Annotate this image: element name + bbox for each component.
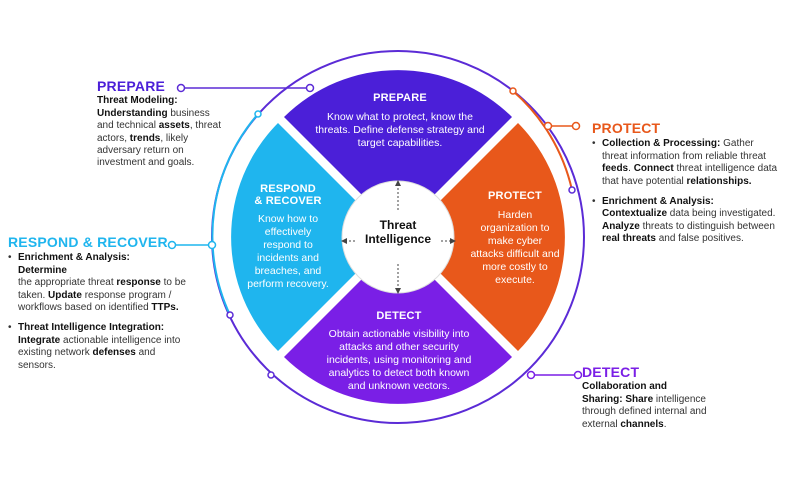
callout-prepare-p2: Understanding [97, 107, 168, 119]
callout-prepare-b2: trends [129, 132, 161, 144]
segment-prepare-title: PREPARE [373, 92, 427, 104]
protect-item2-t1: data being investigated. [667, 208, 776, 220]
segment-respond-title-line1: RESPOND [260, 183, 316, 195]
callout-prepare-title: PREPARE [97, 78, 166, 94]
protect-item2-b3: Analyze [602, 220, 640, 232]
detect-t1: intelligence through defined internal an… [582, 393, 707, 430]
center-label-line2: Intelligence [364, 232, 432, 246]
protect-ring-accent [512, 90, 573, 191]
segment-protect-body: Harden organization to make cyber attack… [470, 209, 560, 286]
protect-item1-b1: Collection & Processing: [602, 138, 721, 150]
protect-item1-b3: Connect [633, 163, 674, 175]
segment-protect[interactable] [438, 123, 565, 351]
detect-b1: Collaboration and Sharing: Share [582, 381, 667, 405]
segment-respond-title-line2: & RECOVER [254, 195, 322, 207]
callout-respond-item-1: Enrichment & Analysis:Determine the appr… [8, 252, 188, 314]
segment-respond[interactable] [231, 123, 358, 351]
arrow-heads [341, 180, 456, 294]
segment-detect-body: Obtain actionable visibility into attack… [326, 328, 472, 392]
segment-detect[interactable] [284, 277, 512, 404]
protect-item2-t2: threats to distinguish between [639, 220, 775, 232]
callout-prepare-t3: , likely adversary return on investment … [97, 132, 195, 169]
respond-item1-b3: response [116, 277, 161, 289]
callout-prepare-body: Threat Modeling: Understanding business … [97, 95, 222, 169]
center-label-line1: Threat [379, 218, 417, 232]
detect-b2: channels [620, 418, 664, 430]
segment-respond-text: RESPOND & RECOVER Know how to effectivel… [246, 183, 330, 291]
center-label: Threat Intelligence [343, 218, 453, 246]
protect-item2-b1: Enrichment & Analysis: [602, 196, 714, 208]
segment-protect-text: PROTECT Harden organization to make cybe… [470, 190, 560, 287]
callout-respond: RESPOND & RECOVER Enrichment & Analysis:… [8, 234, 188, 372]
callout-protect-item-2: Enrichment & Analysis:Contextualize data… [592, 196, 782, 246]
callout-prepare: PREPARE Threat Modeling: Understanding b… [97, 78, 222, 170]
connector-respond [167, 240, 217, 250]
protect-item1-t1: Gather threat information from reliable … [602, 138, 766, 162]
segment-protect-title: PROTECT [488, 190, 542, 202]
respond-item1-b4: Update [48, 289, 82, 301]
protect-item1-t2: . [628, 163, 634, 175]
segment-respond-body: Know how to effectively respond to incid… [247, 213, 329, 290]
callout-prepare-t1: business and technical [97, 107, 210, 132]
respond-item1-b1: Enrichment & Analysis: [18, 252, 130, 264]
callout-respond-title: RESPOND & RECOVER [8, 234, 168, 250]
respond-item1-b5: TTPs. [151, 302, 179, 314]
callout-protect: PROTECT Collection & Processing: Gather … [592, 120, 782, 246]
respond-ring-accent [211, 113, 259, 316]
callout-respond-item-2: Threat Intelligence Integration:Integrat… [8, 322, 188, 372]
callout-detect-title: DETECT [582, 364, 640, 380]
callout-prepare-p1: Threat Modeling: [97, 95, 178, 107]
protect-item2-b4: real threats [602, 233, 656, 245]
respond-item2-t2: and sensors. [18, 347, 156, 371]
segment-prepare-text: PREPARE Know what to protect, know the t… [310, 92, 490, 150]
callout-detect-body: Collaboration and Sharing: Share intelli… [582, 381, 707, 431]
protect-item2-t3: and false positives. [655, 233, 744, 245]
protect-item1-b2: feeds [602, 163, 629, 175]
segment-detect-text: DETECT Obtain actionable visibility into… [320, 310, 478, 393]
respond-item1-b2: Determine [18, 264, 67, 276]
respond-item2-b3: defenses [92, 347, 136, 359]
respond-item2-t1: actionable intelligence into existing ne… [18, 334, 181, 359]
center-arrows [345, 184, 452, 290]
callout-protect-item-1: Collection & Processing: Gather threat i… [592, 138, 782, 188]
ring-dots [226, 87, 576, 379]
respond-item2-b1: Threat Intelligence Integration: [18, 322, 165, 334]
protect-item2-b2: Contextualize [602, 208, 668, 220]
connector-prepare [176, 83, 315, 93]
callout-protect-title: PROTECT [592, 120, 661, 136]
callout-prepare-t2: , threat actors, [97, 120, 221, 144]
segment-prepare-body: Know what to protect, know the threats. … [315, 111, 485, 149]
connector-protect [543, 121, 581, 131]
detect-t2: . [663, 418, 667, 430]
respond-item1-t1: the appropriate threat [18, 277, 117, 289]
callout-prepare-b1: assets [158, 120, 190, 132]
respond-item1-t2: to be taken. [18, 277, 186, 301]
respond-item2-b2: Integrate [18, 334, 61, 346]
protect-item1-t3: threat intelligence data that have poten… [602, 163, 778, 187]
segment-prepare[interactable] [284, 70, 512, 197]
respond-item1-t3: response program / workflows based on id… [18, 289, 172, 314]
segment-detect-title: DETECT [376, 310, 422, 322]
callout-detect: DETECT Collaboration and Sharing: Share … [582, 364, 707, 431]
protect-item1-b4: relationships. [686, 175, 752, 187]
connector-detect [526, 370, 583, 380]
